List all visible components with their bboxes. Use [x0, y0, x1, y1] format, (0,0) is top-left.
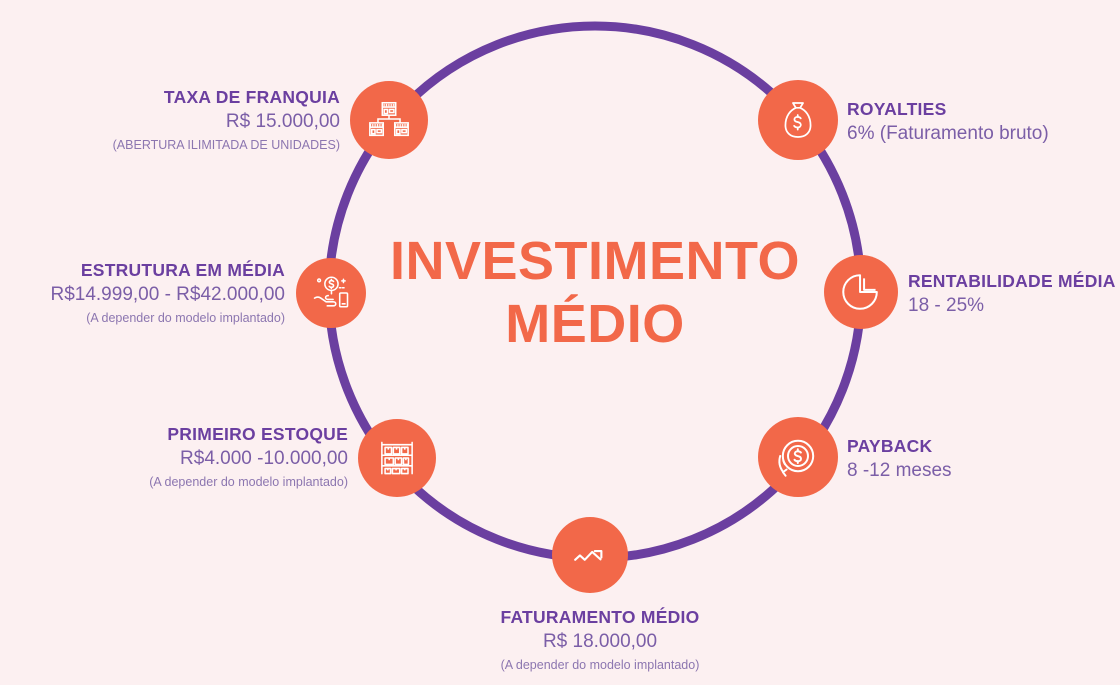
item-title: PAYBACK — [847, 436, 933, 456]
label-estrutura-em-media: ESTRUTURA EM MÉDIA R$14.999,00 - R$42.00… — [0, 259, 285, 327]
coin-return-arrow-icon — [774, 433, 822, 481]
item-value: 6% (Faturamento bruto) — [847, 122, 1049, 144]
item-value: R$14.999,00 - R$42.000,00 — [50, 283, 285, 305]
hand-holding-coin-icon — [309, 271, 353, 315]
label-rentabilidade-media: RENTABILIDADE MÉDIA 18 - 25% — [908, 270, 1120, 320]
node-primeiro-estoque[interactable] — [358, 419, 436, 497]
pie-chart-icon — [838, 269, 884, 315]
item-sub: (A depender do modelo implantado) — [149, 474, 348, 489]
label-taxa-de-franquia: TAXA DE FRANQUIA R$ 15.000,00 (ABERTURA … — [40, 86, 340, 154]
label-faturamento-medio: FATURAMENTO MÉDIO R$ 18.000,00 (A depend… — [420, 606, 780, 674]
item-title: ROYALTIES — [847, 99, 947, 119]
item-sub: (ABERTURA ILIMITADA DE UNIDADES) — [112, 137, 340, 152]
label-royalties: ROYALTIES 6% (Faturamento bruto) — [847, 98, 1107, 148]
node-faturamento-medio[interactable] — [552, 517, 628, 593]
trending-up-arrow-icon — [569, 534, 611, 576]
item-title: TAXA DE FRANQUIA — [163, 87, 340, 107]
item-title: FATURAMENTO MÉDIO — [500, 607, 700, 627]
storefront-network-icon — [366, 97, 412, 143]
center-title: INVESTIMENTO MÉDIO — [380, 230, 810, 355]
item-title: PRIMEIRO ESTOQUE — [167, 424, 348, 444]
item-sub: (A depender do modelo implantado) — [500, 657, 700, 672]
node-estrutura-em-media[interactable] — [296, 258, 366, 328]
label-payback: PAYBACK 8 -12 meses — [847, 435, 1107, 485]
item-value: R$4.000 -10.000,00 — [180, 447, 348, 469]
item-value: R$ 15.000,00 — [225, 110, 340, 132]
item-title: RENTABILIDADE MÉDIA — [908, 271, 1116, 291]
item-value: R$ 18.000,00 — [542, 630, 658, 652]
money-bag-icon — [776, 98, 820, 142]
node-royalties[interactable] — [758, 80, 838, 160]
warehouse-shelf-icon — [375, 436, 419, 480]
center-title-line2: MÉDIO — [505, 293, 685, 354]
item-sub: (A depender do modelo implantado) — [86, 310, 285, 325]
item-value: 8 -12 meses — [847, 459, 952, 481]
node-taxa-de-franquia[interactable] — [350, 81, 428, 159]
node-payback[interactable] — [758, 417, 838, 497]
center-title-line1: INVESTIMENTO — [389, 231, 801, 291]
item-value: 18 - 25% — [908, 294, 985, 316]
node-rentabilidade-media[interactable] — [824, 255, 898, 329]
item-title: ESTRUTURA EM MÉDIA — [80, 260, 285, 280]
label-primeiro-estoque: PRIMEIRO ESTOQUE R$4.000 -10.000,00 (A d… — [50, 423, 348, 491]
